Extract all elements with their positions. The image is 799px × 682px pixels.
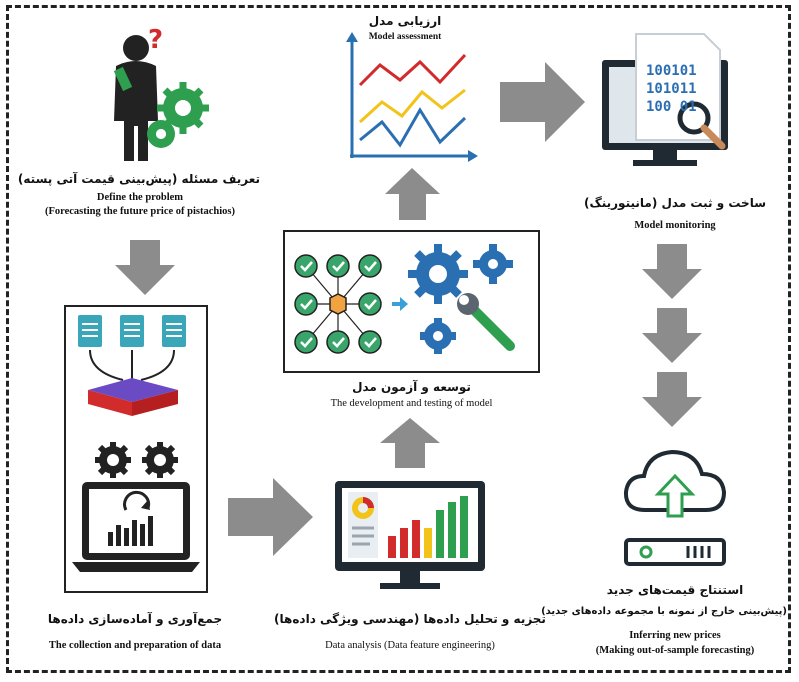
monitoring-fa-label: ساخت و ثبت مدل (مانیتورینگ) — [583, 196, 767, 210]
collection-fa-label: جمع‌آوری و آماده‌سازی داده‌ها — [47, 612, 223, 626]
development-fa-label: توسعه و آزمون مدل — [352, 380, 471, 394]
inferring-en-label: Inferring new prices — [629, 630, 721, 641]
assessment-fa-label: ارزیابی مدل — [368, 14, 442, 28]
assessment-en-label: Model assessment — [368, 32, 442, 42]
arrow-down-3 — [642, 308, 702, 363]
cloud-upload-server-icon — [620, 440, 730, 570]
line-chart-icon — [340, 30, 480, 170]
binary-line-1: 100101 — [646, 63, 697, 79]
thinking-person-gears-icon: ? — [98, 26, 218, 166]
arrow-right-1 — [228, 478, 313, 556]
monitor-magnifier-icon — [598, 30, 748, 180]
monitoring-en-label: Model monitoring — [634, 220, 716, 231]
neural-network-gears-icon — [288, 236, 536, 368]
inferring-fa-sub-label: (پیش‌بینی خارج از نمونه با مجموعه داده‌ه… — [541, 606, 787, 617]
analysis-monitor-icon — [330, 478, 490, 593]
arrow-up-2 — [385, 168, 440, 220]
development-en-label: The development and testing of model — [330, 398, 493, 409]
binary-line-2: 101011 — [646, 81, 697, 97]
binary-code-text: 100101 101011 100 01 — [646, 62, 697, 116]
dashed-frame — [6, 5, 791, 673]
data-collection-icon — [68, 310, 204, 590]
arrow-up-1 — [380, 418, 440, 468]
binary-line-3: 100 01 — [646, 99, 697, 115]
analysis-en-label: Data analysis (Data feature engineering) — [325, 640, 495, 651]
svg-text:?: ? — [148, 26, 163, 55]
inferring-en-sub-label: (Making out-of-sample forecasting) — [595, 645, 755, 656]
define-en-label: Define the problem — [96, 192, 184, 203]
inferring-fa-label: استنتاج قیمت‌های جدید — [606, 583, 744, 597]
define-fa-label: تعریف مسئله (پیش‌بینی قیمت آتی پسته) — [17, 172, 260, 186]
arrow-down-4 — [642, 372, 702, 427]
arrow-down-1 — [115, 240, 175, 295]
arrow-right-2 — [500, 62, 585, 142]
arrow-down-2 — [642, 244, 702, 299]
analysis-fa-label: تجزیه و تحلیل داده‌ها (مهندسی ویژگی داده… — [274, 612, 546, 626]
collection-en-label: The collection and preparation of data — [48, 640, 222, 651]
define-en-sub-label: (Forecasting the future price of pistach… — [44, 206, 236, 217]
